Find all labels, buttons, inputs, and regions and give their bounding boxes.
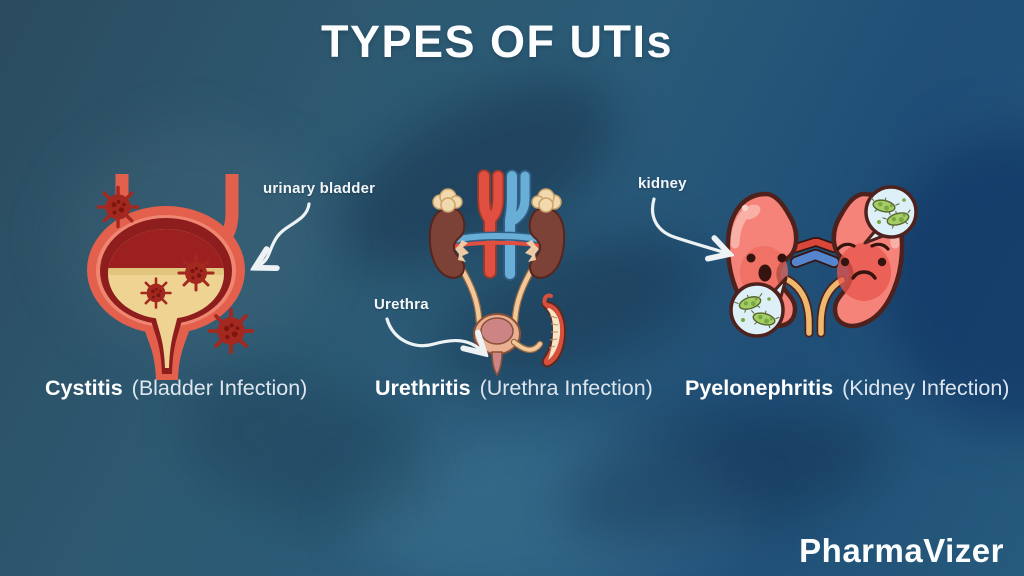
annotation-urinary-bladder: urinary bladder [263,180,376,197]
kidney-right [525,206,566,279]
bacteria-bubble [863,185,918,245]
urinary-system-illustration [428,169,567,377]
vena-cava-icon [503,169,532,281]
sad-face [746,253,787,282]
caption-cystitis: Cystitis (Bladder Infection) [45,376,307,401]
condition-subtitle: (Kidney Infection) [842,376,1010,400]
brand-logo: PharmaVizer [799,532,1004,569]
annotation-urethra: Urethra [374,296,429,313]
bladder-illustration [87,174,255,380]
ureter-left [783,275,814,338]
caption-pyelonephritis: Pyelonephritis (Kidney Infection) [685,376,1009,401]
page-title: TYPES OF UTIs [320,16,674,67]
condition-subtitle: (Urethra Infection) [479,376,653,400]
caption-urethritis: Urethritis (Urethra Infection) [375,376,653,401]
background-blur-blob [350,430,750,576]
worried-face [836,242,890,280]
condition-term: Pyelonephritis [685,376,834,400]
urethra-cross-section [510,293,567,368]
annotation-kidney: kidney [638,175,687,192]
condition-subtitle: (Bladder Infection) [131,376,308,400]
condition-term: Urethritis [375,376,471,400]
adrenal-gland [531,188,562,213]
bacteria-bubble [729,276,788,338]
aorta-icon [477,169,505,279]
renal-vessel-stubs [790,237,840,268]
urethra-tube [491,351,503,377]
kidney-left [428,206,469,279]
adrenal-gland [432,188,463,213]
ureter-right [816,275,847,338]
condition-term: Cystitis [45,376,123,400]
kidneys-illustration [712,185,918,338]
